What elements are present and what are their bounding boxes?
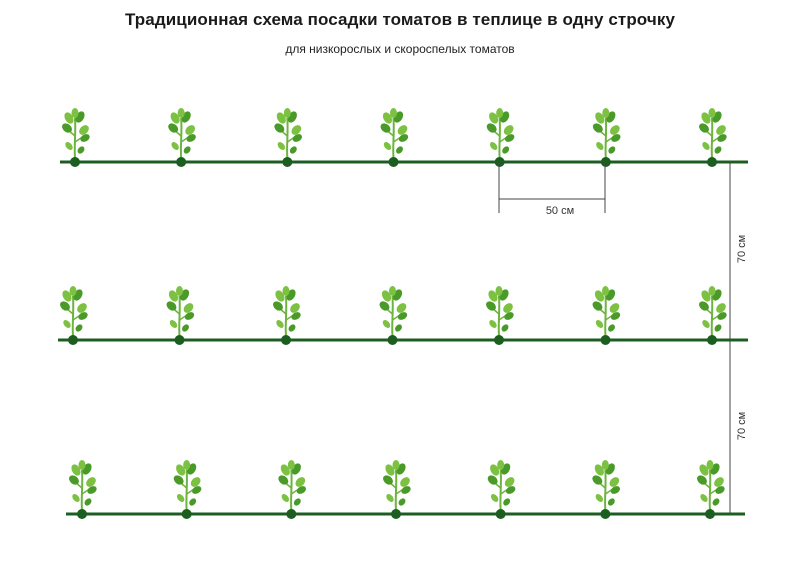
plant-point [705,509,715,519]
plant-point [77,509,87,519]
plant-point [282,157,293,167]
tomato-plant [383,460,411,511]
tomato-plant [168,108,196,159]
plant-point [494,335,504,345]
plant-point [181,509,192,519]
plant-point [388,157,399,167]
plant-point [707,157,717,167]
plant-point [494,157,505,167]
row-spacing-label-2: 70 см [736,412,748,440]
tomato-plant [592,108,621,159]
plant-row-2 [58,286,748,345]
tomato-plant [274,108,303,159]
plant-spacing-label: 50 см [546,205,574,217]
tomato-plant [380,108,409,159]
plant-point [281,335,291,345]
tomato-plant [699,286,727,337]
tomato-plant [379,286,408,337]
tomato-plant [486,108,515,159]
rows-layer [58,108,748,519]
plant-point [600,157,611,167]
diagram-subtitle: для низкорослых и скороспелых томатов [285,42,515,56]
tomato-plant [592,286,621,337]
plant-point [286,509,297,519]
tomato-plant [273,286,301,337]
plant-point [600,335,611,345]
tomato-plant [173,460,202,511]
plant-point [174,335,185,345]
plant-point [68,335,78,345]
tomato-plant [486,286,514,337]
plant-row-3 [66,460,745,519]
plant-point [387,335,398,345]
tomato-plant [166,286,195,337]
tomato-plant [278,460,307,511]
tomato-plant [69,460,97,511]
tomato-plant [62,108,90,159]
plant-point [391,509,401,519]
plant-point [495,509,506,519]
tomato-plant [697,460,725,511]
plant-row-1 [60,108,748,167]
dimensions-layer: 50 см 70 см 70 см [498,162,748,514]
tomato-plant [60,286,88,337]
plant-point [707,335,717,345]
tomato-plant [699,108,727,159]
plant-point [176,157,187,167]
diagram-title: Традиционная схема посадки томатов в теп… [124,10,676,29]
plant-point [70,157,80,167]
plant-point [600,509,611,519]
row-spacing-label-1: 70 см [736,235,748,263]
tomato-plant [487,460,516,511]
tomato-plant [592,460,621,511]
